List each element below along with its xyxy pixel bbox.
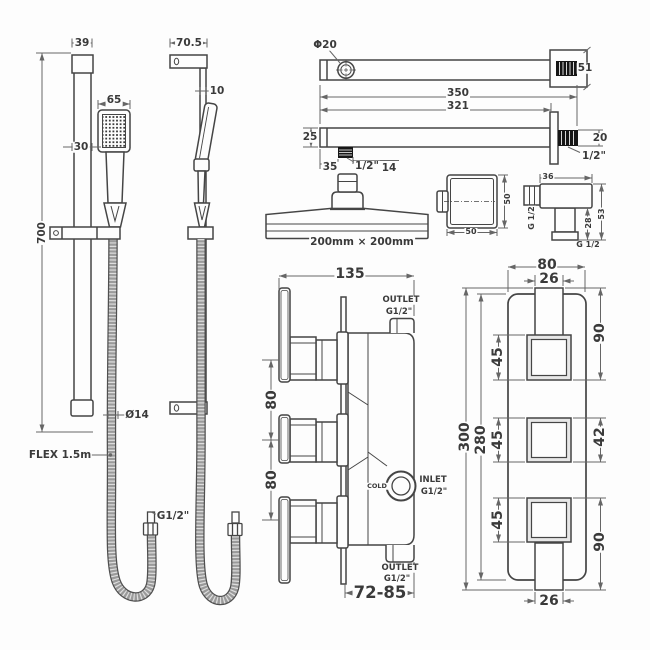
shower-head-top-view (436, 174, 498, 229)
rail-marker-dim: 30 (72, 140, 90, 153)
valve-inlet-thread: G1/2" (419, 486, 449, 497)
shower-arm-side-view (319, 111, 578, 165)
swivel-joint (330, 173, 365, 211)
hose-thread-label: G1/2" (155, 509, 191, 522)
section-mid-dim: 42 (592, 426, 608, 448)
valve-outlet-top-thread: G1/2" (384, 306, 414, 317)
valve-handle-2-front (526, 417, 572, 463)
rail-top-width-dim: 39 (73, 36, 91, 49)
hose-nut-right (227, 511, 243, 537)
elbow-length-dim: 36 (541, 172, 555, 181)
valve-outlet-bottom-thread: G1/2" (382, 573, 412, 584)
arm-outlet-thread (338, 147, 353, 158)
slide-rail-side-view (169, 54, 243, 606)
handset-width-dim: 65 (105, 93, 123, 106)
handle-spacing-bottom-dim: 80 (264, 469, 280, 491)
slider-holder-side (187, 226, 214, 240)
valve-outlet-pipe-bottom (385, 545, 415, 563)
arm-hole-diameter-dim: Φ20 (312, 38, 338, 51)
handset-side (193, 102, 218, 228)
head-size-label: 200mm × 200mm (309, 235, 415, 248)
elbow-inlet-thread-label: G 1/2 (527, 205, 536, 231)
valve-stem-bottom (534, 542, 564, 591)
wall-flange-side (549, 111, 559, 165)
arm-thread-dia-dim: 20 (591, 131, 609, 144)
bracket-screw-top (173, 57, 180, 66)
valve-outlet-bottom-label: OUTLET (380, 562, 420, 573)
section-bottom-dim: 90 (592, 531, 608, 553)
rail-height-dim: 700 (35, 221, 48, 245)
elbow-drop-dim: 28 (584, 216, 593, 230)
section-top-dim: 90 (592, 322, 608, 344)
valve-handle-1-front (526, 334, 572, 381)
thread-top-view (556, 61, 577, 76)
handle-spacing-top-dim: 80 (264, 389, 280, 411)
head-width-dim: 50 (464, 227, 478, 236)
valve-outlet-pipe-top (389, 317, 415, 333)
cold-marking: COLD (366, 481, 388, 490)
plate-width-dim: 80 (536, 257, 558, 273)
valve-side-view (278, 287, 417, 585)
valve-depth-range-dim: 72-85 (352, 582, 408, 602)
hose-diameter-dim: Ø14 (124, 408, 150, 421)
handle2-size-dim: 45 (490, 429, 506, 451)
valve-inlet-label: INLET (418, 474, 448, 485)
elbow-height-dim: 53 (597, 207, 606, 221)
valve-handle-top-side (278, 287, 338, 383)
valve-handle-middle-side (278, 414, 338, 464)
plate-height-dim: 280 (473, 424, 489, 456)
thread-side-view (558, 130, 578, 146)
bracket-screw-bottom (173, 404, 180, 412)
arm-outlet-length-dim: 14 (380, 161, 398, 174)
head-height-dim: 50 (503, 192, 512, 206)
wall-outlet-elbow (523, 183, 593, 241)
shower-head-side-view (265, 173, 429, 240)
total-height-dim: 300 (457, 421, 473, 453)
shower-arm-top-view (319, 49, 588, 88)
handle3-size-dim: 45 (490, 509, 506, 531)
valve-width-dim: 135 (334, 266, 366, 282)
rail-depth-dim: 10 (208, 84, 226, 97)
arm-length-flange-dim: 321 (446, 99, 470, 112)
elbow-outlet-thread-label: G 1/2 (575, 240, 601, 249)
valve-stem-top (534, 287, 564, 338)
shower-hose-right (195, 239, 241, 606)
valve-handle-3-front (526, 497, 572, 543)
spray-face-nozzles (102, 114, 126, 148)
arm-flange-dim: 51 (576, 61, 594, 74)
elbow-hex-nut (523, 185, 541, 206)
shower-hose-left (106, 238, 157, 602)
hose-nut-left (142, 511, 159, 536)
handle1-size-dim: 45 (490, 346, 506, 368)
slide-rail-front-view (49, 54, 159, 602)
slider-holder (49, 226, 121, 240)
arm-wall-thread-label: 1/2" (581, 149, 607, 162)
stem-bottom-width-dim: 26 (538, 593, 560, 609)
valve-handle-bottom-side (278, 496, 338, 584)
valve-outlet-top-label: OUTLET (381, 294, 421, 305)
rail-side-width-dim: 70.5 (175, 36, 203, 49)
valve-body (347, 332, 415, 546)
arm-outlet-thread-label: 1/2" (354, 159, 380, 172)
arm-length-total-dim: 350 (446, 86, 470, 99)
handset-front (97, 109, 131, 228)
stem-top-width-dim: 26 (538, 271, 560, 287)
flex-length-label: FLEX 1.5m (27, 448, 93, 461)
valve-front-view (507, 287, 587, 591)
valve-inlet-boss (385, 470, 417, 502)
arm-bar-height-dim: 25 (301, 130, 319, 143)
arm-outlet-offset-dim: 35 (321, 160, 339, 173)
